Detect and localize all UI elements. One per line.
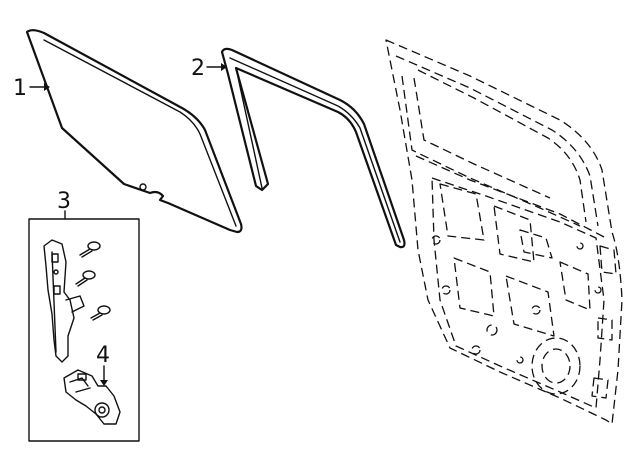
bolt-1: [79, 241, 101, 258]
callout-2: 2: [191, 56, 227, 81]
callout-2-label: 2: [191, 56, 205, 81]
callout-1: 1: [13, 76, 50, 101]
callout-3-label: 3: [57, 189, 71, 214]
glass-run-channel[interactable]: [220, 47, 406, 249]
window-motor[interactable]: [63, 369, 121, 425]
callout-1-label: 1: [13, 76, 27, 101]
callout-3: 3: [57, 189, 71, 220]
door-shell: [385, 39, 623, 425]
bolt-3: [90, 305, 111, 321]
regulator-rail: [43, 239, 75, 363]
kit-frame: [28, 218, 140, 442]
regulator-kit[interactable]: 3 4: [28, 189, 140, 442]
callout-4: 4: [96, 343, 110, 386]
bolt-2: [75, 270, 96, 287]
callout-4-label: 4: [96, 343, 110, 368]
door-glass[interactable]: [25, 29, 243, 234]
